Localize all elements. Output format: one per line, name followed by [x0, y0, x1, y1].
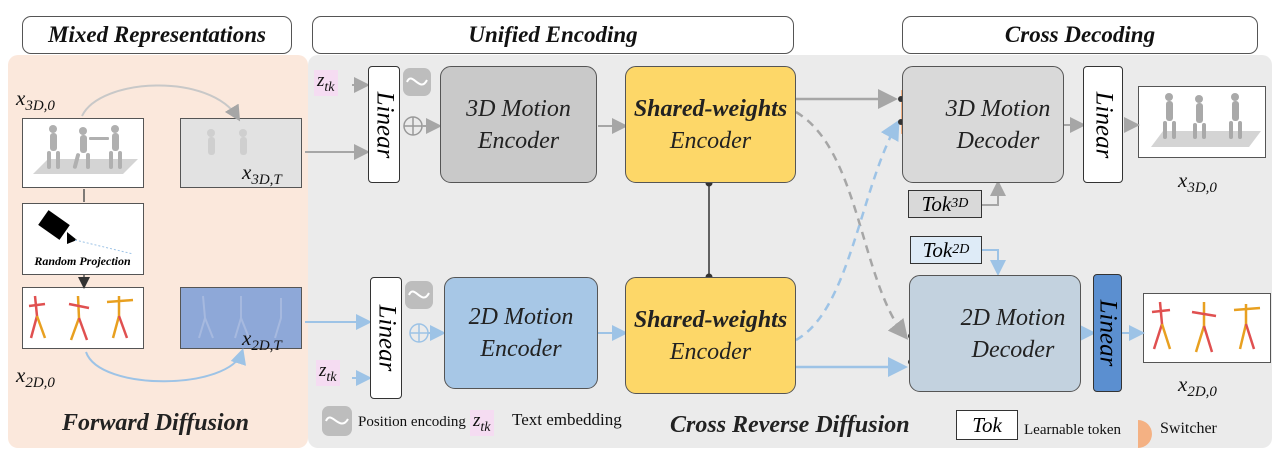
thumb-2d-output: [1143, 293, 1271, 363]
linear-label: Linear: [1094, 299, 1122, 367]
camera-icon: [38, 210, 134, 255]
legend-switcher: Switcher: [1160, 420, 1217, 437]
forward-diffusion-title: Forward Diffusion: [62, 410, 249, 436]
linear-label: Linear: [371, 91, 398, 158]
figure-2d-noisy-icon: [198, 295, 282, 339]
header-cross-decoding: Cross Decoding: [902, 16, 1258, 54]
3d-motion-encoder: 3D Motion Encoder: [440, 66, 597, 183]
label-x2d0-output: x2D,0: [1178, 372, 1217, 401]
header-mixed-representations: Mixed Representations: [22, 16, 292, 54]
2d-motion-encoder: 2D Motion Encoder: [444, 277, 598, 389]
3d-encoder-line2: Encoder: [477, 127, 560, 154]
figure-2d-skeleton-icon: [28, 295, 134, 341]
shared-bottom-line2: Encoder: [669, 338, 752, 365]
2d-encoder-line2: Encoder: [480, 336, 562, 362]
shared-bottom-line1: Shared-weights: [633, 306, 788, 333]
figure-3d-output-icon: [1151, 93, 1261, 147]
shared-weights-encoder-top: Shared-weights Encoder: [625, 66, 796, 183]
legend-text-embedding-icon: ztk: [470, 410, 494, 436]
linear-3d-out: Linear: [1083, 66, 1123, 183]
switcher-legend-icon: [1138, 420, 1152, 448]
position-encoding-icon-bottom: [405, 281, 433, 309]
3d-motion-decoder: 3D Motion Decoder: [902, 66, 1064, 183]
2d-decoder-line2: Decoder: [971, 336, 1055, 363]
label-x3d0-output: x3D,0: [1178, 168, 1217, 197]
thumb-3d-output: [1138, 86, 1266, 158]
linear-2d-in: Linear: [370, 277, 402, 399]
legend-learnable-token: Learnable token: [1024, 422, 1122, 438]
text-embedding-bottom: ztk: [316, 360, 340, 386]
3d-encoder-line1: 3D Motion: [466, 95, 571, 122]
figure-2d-output-icon: [1151, 301, 1261, 353]
random-projection-box: Random Projection: [22, 203, 144, 275]
2d-motion-decoder: 2D Motion Decoder: [909, 275, 1081, 392]
figure-3d-noisy-icon: [207, 129, 247, 155]
thumb-2d-motion-clean: [22, 287, 144, 349]
3d-decoder-line2: Decoder: [956, 127, 1040, 154]
linear-2d-out: Linear: [1093, 274, 1122, 392]
thumb-3d-motion-noisy: [180, 118, 302, 188]
figure-3d-gray-icon: [33, 125, 138, 174]
shared-top-line1: Shared-weights: [633, 95, 788, 122]
label-x3dT: x3D,T: [242, 160, 282, 189]
linear-label: Linear: [373, 304, 400, 372]
3d-decoder-line1: 3D Motion: [945, 95, 1051, 122]
thumb-3d-motion-clean: [22, 118, 144, 188]
legend-tok-box: Tok: [956, 410, 1018, 440]
header-unified-encoding: Unified Encoding: [312, 16, 794, 54]
label-x3d0-input: x3D,0: [16, 86, 55, 115]
2d-decoder-line1: 2D Motion: [960, 304, 1066, 331]
label-x2dT: x2D,T: [242, 326, 282, 355]
thumb-2d-motion-noisy: [180, 287, 302, 349]
label-x2d0-input: x2D,0: [16, 363, 55, 392]
position-encoding-legend-icon: [322, 406, 352, 436]
cross-reverse-diffusion-title: Cross Reverse Diffusion: [670, 412, 910, 438]
linear-3d-in: Linear: [368, 66, 400, 183]
shared-top-line2: Encoder: [669, 127, 752, 154]
2d-encoder-line1: 2D Motion: [468, 304, 574, 330]
legend-position-encoding: Position encoding: [358, 414, 466, 430]
random-projection-label: Random Projection: [34, 254, 131, 268]
position-encoding-icon-top: [403, 68, 431, 96]
linear-label: Linear: [1090, 91, 1117, 158]
legend-text-embedding: Text embedding: [512, 410, 622, 429]
text-embedding-top: ztk: [314, 70, 338, 96]
shared-weights-encoder-bottom: Shared-weights Encoder: [625, 277, 796, 394]
